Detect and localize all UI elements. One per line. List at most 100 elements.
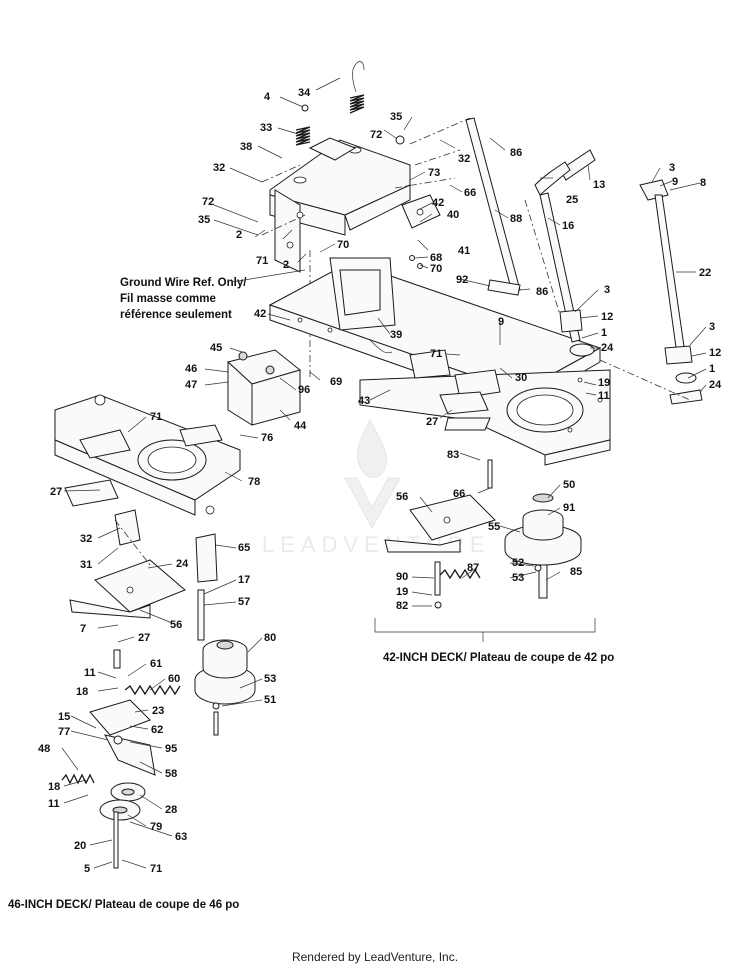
notes: Ground Wire Ref. Only/ Fil masse comme r… [8,269,614,911]
callout-7: 7 [80,623,86,635]
callout-12b: 12 [709,347,721,359]
callout-73: 73 [428,167,440,179]
callout-23: 23 [152,705,164,717]
seat-bracket-assembly [269,61,441,273]
callout-61: 61 [150,658,162,670]
callout-33: 33 [260,122,272,134]
callout-19: 19 [598,377,610,389]
callout-50: 50 [563,479,575,491]
callout-32: 32 [213,162,225,174]
callout-62: 62 [151,724,163,736]
callout-41: 41 [458,245,470,257]
callout-8: 8 [700,177,706,189]
callout-22: 22 [699,267,711,279]
leader-lines [61,77,707,869]
callout-24: 24 [601,342,614,354]
callout-18: 18 [76,686,88,698]
callout-42: 42 [432,197,444,209]
callout-63: 63 [175,831,187,843]
callout-92: 92 [456,274,468,286]
footer-credit: Rendered by LeadVenture, Inc. [291,950,459,964]
callout-45: 45 [210,342,222,354]
callout-51: 51 [264,694,276,706]
callout-85: 85 [570,566,582,578]
callout-2b: 2 [283,259,289,271]
callout-44: 44 [294,420,307,432]
callout-71: 71 [256,255,268,267]
callout-71c: 71 [150,411,162,423]
callout-65: 65 [238,542,250,554]
callout-47: 47 [185,379,197,391]
callout-15: 15 [58,711,70,723]
watermark-v-icon [344,477,401,530]
callout-42b: 42 [254,308,266,320]
callout-56b: 56 [170,619,182,631]
callout-1b: 1 [709,363,715,375]
callout-57: 57 [238,596,250,608]
callout-60: 60 [168,673,180,685]
callout-79: 79 [150,821,162,833]
ground-wire-note-line1: Ground Wire Ref. Only/ [120,277,247,289]
pulley-91 [504,493,582,599]
callout-52: 52 [512,557,524,569]
callout-35: 35 [390,111,402,123]
deck-46-caption: 46-INCH DECK/ Plateau de coupe de 46 po [8,899,239,911]
callout-46: 46 [185,363,197,375]
lever-rods [465,117,703,405]
callout-5: 5 [84,863,90,875]
callout-66: 66 [464,187,476,199]
callout-25: 25 [566,194,578,206]
callout-30: 30 [515,372,527,384]
callout-69: 69 [330,376,342,388]
callout-4: 4 [264,91,271,103]
callout-24b: 24 [709,379,722,391]
callout-71b: 71 [430,348,442,360]
callout-11b: 11 [84,667,96,679]
callout-35b: 35 [198,214,210,226]
callout-24c: 24 [176,558,189,570]
callout-86: 86 [510,147,522,159]
callout-95: 95 [165,743,177,755]
callout-91: 91 [563,502,575,514]
callout-11: 11 [598,390,610,402]
deck-brackets-46 [69,533,218,641]
callout-20: 20 [74,840,86,852]
callout-66b: 66 [453,488,465,500]
callout-68: 68 [430,252,442,264]
callout-56: 56 [396,491,408,503]
callout-53: 53 [512,572,524,584]
callout-77: 77 [58,726,70,738]
callout-9b: 9 [498,316,504,328]
callout-96: 96 [298,384,310,396]
callout-12: 12 [601,311,613,323]
callout-3c: 3 [709,321,715,333]
callout-88: 88 [510,213,522,225]
callout-27b: 27 [50,486,62,498]
callout-48: 48 [38,743,50,755]
callout-13: 13 [593,179,605,191]
callout-78: 78 [248,476,260,488]
ground-wire-note-line3: référence seulement [120,309,232,321]
callout-34: 34 [298,87,311,99]
callout-71d: 71 [150,863,162,875]
callout-labels: 34 4 33 38 35 72 32 86 32 13 3 9 8 73 66… [38,87,722,875]
callout-11c: 11 [48,798,60,810]
callout-86b: 86 [536,286,548,298]
callout-72: 72 [370,129,382,141]
battery [226,349,302,426]
idler-assembly-46 [61,649,181,869]
callout-32b: 32 [458,153,470,165]
callout-72b: 72 [202,196,214,208]
callout-32c: 32 [80,533,92,545]
main-frame [268,257,611,466]
callout-90: 90 [396,571,408,583]
callout-80: 80 [264,632,276,644]
callout-1: 1 [601,327,607,339]
callout-16: 16 [562,220,574,232]
callout-53b: 53 [264,673,276,685]
deck-42-caption: 42-INCH DECK/ Plateau de coupe de 42 po [383,652,614,664]
watermark-flame-icon [357,418,388,478]
callout-58: 58 [165,768,177,780]
callout-83: 83 [447,449,459,461]
